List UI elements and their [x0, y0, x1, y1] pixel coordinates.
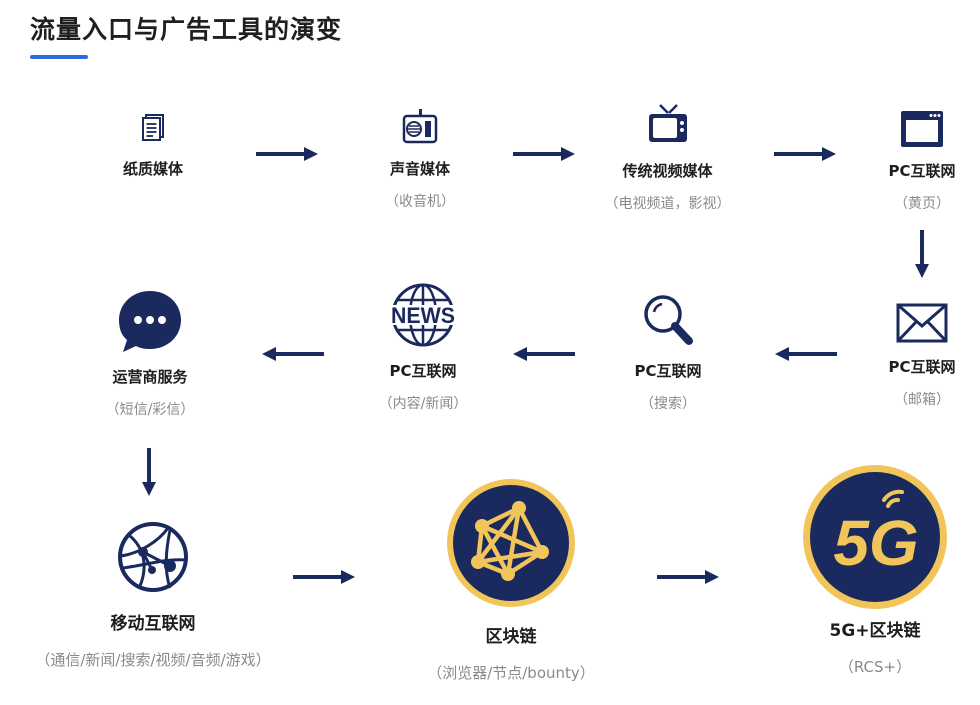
svg-text:NEWS: NEWS: [391, 303, 455, 328]
arrow-right-5: [657, 570, 719, 584]
node-label: 5G+区块链: [829, 621, 921, 641]
node-audio-media: 声音媒体 （收音机）: [360, 108, 480, 211]
node-sub: （RCS+）: [838, 658, 912, 676]
node-label: PC互联网: [634, 362, 702, 380]
arrow-right-3: [774, 147, 836, 161]
node-carrier-service: 运营商服务 （短信/彩信）: [90, 288, 210, 419]
network-globe-icon: [118, 522, 188, 592]
arrow-right-4: [293, 570, 355, 584]
browser-icon: [901, 111, 943, 147]
node-label: 声音媒体: [389, 160, 450, 178]
node-sub: （收音机）: [385, 194, 455, 210]
document-icon: [142, 114, 164, 141]
node-label: 传统视频媒体: [622, 162, 713, 180]
arrow-down-1: [915, 230, 929, 278]
page-title: 流量入口与广告工具的演变: [30, 15, 343, 44]
node-pc-news: NEWS PC互联网 （内容/新闻）: [368, 282, 478, 413]
node-label: PC互联网: [888, 358, 956, 376]
node-sub: （搜索）: [640, 396, 696, 412]
5g-badge-text: 5G: [833, 507, 918, 579]
chat-bubble-icon: [119, 291, 181, 352]
node-sub: （邮箱）: [894, 392, 950, 408]
node-blockchain: 区块链 （浏览器/节点/bounty）: [406, 478, 616, 683]
blockchain-icon: [447, 479, 575, 607]
node-sub: （浏览器/节点/bounty）: [427, 664, 595, 682]
node-pc-yellowpages: PC互联网 （黄页）: [872, 108, 972, 213]
envelope-icon: [896, 303, 948, 343]
news-globe-icon: NEWS: [390, 283, 456, 347]
arrow-left-3: [262, 347, 324, 361]
node-sub: （内容/新闻）: [378, 396, 468, 412]
arrow-right-2: [513, 147, 575, 161]
arrow-left-2: [513, 347, 575, 361]
node-sub: （黄页）: [894, 196, 950, 212]
node-paper-media: 纸质媒体: [108, 112, 198, 179]
node-sub: （通信/新闻/搜索/视频/音频/游戏）: [35, 651, 271, 669]
node-sub: （短信/彩信）: [105, 402, 195, 418]
node-pc-email: PC互联网 （邮箱）: [872, 302, 972, 409]
arrow-down-2: [142, 448, 156, 496]
radio-icon: [402, 109, 438, 144]
node-pc-search: PC互联网 （搜索）: [618, 292, 718, 413]
arrow-right-1: [256, 147, 318, 161]
node-video-media: 传统视频媒体 （电视频道，影视）: [590, 103, 745, 213]
tv-icon: [648, 104, 687, 142]
magnifier-icon: [644, 295, 693, 345]
node-label: 运营商服务: [112, 368, 188, 386]
node-5g-blockchain: 5G 5G+区块链 （RCS+）: [800, 464, 950, 677]
node-label: 区块链: [485, 627, 537, 647]
title-underline: [30, 55, 88, 59]
node-mobile-internet: 移动互联网 （通信/新闻/搜索/视频/音频/游戏）: [0, 520, 306, 670]
node-label: 移动互联网: [110, 614, 196, 634]
node-sub: （电视频道，影视）: [604, 196, 731, 212]
node-label: 纸质媒体: [122, 160, 183, 178]
arrow-left-1: [775, 347, 837, 361]
node-label: PC互联网: [888, 162, 956, 180]
5g-icon: 5G: [803, 465, 947, 609]
node-label: PC互联网: [389, 362, 457, 380]
